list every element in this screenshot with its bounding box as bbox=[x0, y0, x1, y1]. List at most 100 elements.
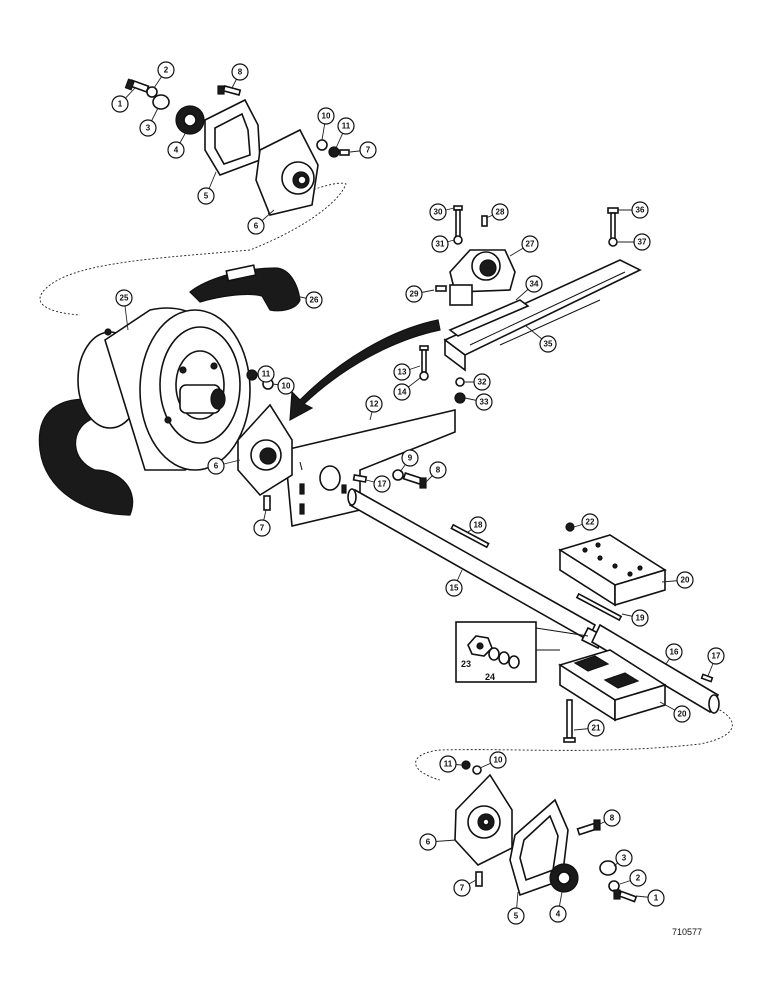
callout-number: 37 bbox=[638, 238, 647, 247]
bolt-8-mid bbox=[402, 472, 427, 489]
callout-number: 11 bbox=[444, 760, 453, 769]
shaft-15-end bbox=[347, 488, 357, 506]
callout-ring bbox=[247, 217, 265, 235]
callout-number: 22 bbox=[586, 518, 595, 527]
callout-ring bbox=[633, 233, 651, 251]
pillow-block-27 bbox=[449, 249, 516, 293]
callout-number: 28 bbox=[496, 208, 505, 217]
callout-number: 10 bbox=[494, 756, 503, 765]
nut-33 bbox=[454, 392, 466, 404]
sprocket-4-top bbox=[175, 105, 205, 135]
callout-c10-mid: 10 bbox=[272, 377, 295, 395]
callout-number: 20 bbox=[681, 576, 690, 585]
callout-ring bbox=[257, 365, 275, 383]
callout-number: 29 bbox=[410, 290, 419, 299]
callout-c32: 32 bbox=[464, 373, 491, 391]
callout-ring bbox=[603, 809, 621, 827]
callout-c4-top: 4 bbox=[167, 131, 187, 159]
shafts bbox=[347, 488, 720, 714]
callout-ring bbox=[197, 187, 215, 205]
callout-ring bbox=[429, 203, 447, 221]
callout-ring bbox=[587, 719, 605, 737]
callout-c15: 15 bbox=[445, 569, 463, 597]
flange-bearing-6-bot bbox=[454, 773, 513, 866]
callout-number: 16 bbox=[670, 648, 679, 657]
washer-31 bbox=[453, 235, 463, 245]
callout-ring bbox=[439, 755, 457, 773]
coupling-halves bbox=[558, 522, 667, 743]
plate-slot-1 bbox=[299, 483, 305, 495]
callout-number: 8 bbox=[610, 814, 615, 823]
callout-c17-right: 17 bbox=[707, 647, 725, 677]
callout-c20: 20 bbox=[661, 571, 694, 589]
lockwasher-10-bot bbox=[472, 765, 482, 775]
callout-c4-bot: 4 bbox=[549, 891, 567, 923]
callout-ring bbox=[157, 61, 175, 79]
callout-c6-top: 6 bbox=[247, 209, 275, 235]
callout-ring bbox=[629, 869, 647, 887]
callout-c26: 26 bbox=[295, 291, 323, 309]
callout-c35: 35 bbox=[525, 325, 557, 353]
callout-number: 1 bbox=[118, 100, 123, 109]
callout-number: 11 bbox=[342, 122, 351, 131]
callout-number: 12 bbox=[370, 400, 379, 409]
callout-number: 17 bbox=[712, 652, 721, 661]
callout-c11-top: 11 bbox=[335, 117, 355, 149]
callout-c21: 21 bbox=[573, 719, 605, 737]
callout-ring bbox=[469, 516, 487, 534]
setscrew-7-top bbox=[339, 149, 350, 156]
key-18 bbox=[450, 523, 490, 549]
callout-ring bbox=[405, 285, 423, 303]
callout-c9-mid: 9 bbox=[399, 449, 419, 473]
callout-c22: 22 bbox=[573, 513, 599, 531]
key-19 bbox=[575, 592, 623, 622]
nut-11-top bbox=[328, 146, 340, 158]
callout-ring bbox=[231, 63, 249, 81]
callout-number: 7 bbox=[260, 524, 265, 533]
key-17-right bbox=[700, 673, 714, 683]
callout-number: 2 bbox=[636, 874, 641, 883]
pulley-and-belt bbox=[38, 264, 441, 516]
callout-c28: 28 bbox=[485, 203, 509, 221]
sprocket-4-bot bbox=[549, 863, 579, 893]
callout-c6-bot: 6 bbox=[419, 833, 457, 851]
callout-number: 34 bbox=[530, 280, 539, 289]
callout-ring bbox=[521, 235, 539, 253]
spacer-plate-34 bbox=[448, 299, 530, 337]
callout-ring bbox=[647, 889, 665, 907]
lockwasher-2-top bbox=[146, 86, 158, 98]
callout-number: 1 bbox=[654, 894, 659, 903]
callout-number: 6 bbox=[254, 222, 259, 231]
callout-c17-mid: 17 bbox=[365, 475, 391, 493]
coupling-20-lower bbox=[558, 649, 667, 722]
callout-c2-bot: 2 bbox=[619, 869, 647, 887]
callout-c13: 13 bbox=[393, 363, 421, 381]
callout-c11-bot: 11 bbox=[439, 755, 463, 773]
callout-number: 10 bbox=[322, 112, 331, 121]
callout-ring bbox=[277, 377, 295, 395]
figure-number: 710577 bbox=[671, 927, 702, 937]
callout-c2-top: 2 bbox=[153, 61, 175, 89]
callout-c34: 34 bbox=[515, 275, 543, 301]
callout-ring bbox=[337, 117, 355, 135]
top-bearing-assembly bbox=[124, 78, 350, 216]
callout-number: 11 bbox=[262, 370, 271, 379]
callout-c36: 36 bbox=[618, 201, 649, 219]
callout-c19: 19 bbox=[621, 609, 649, 627]
callout-number: 2 bbox=[164, 66, 169, 75]
inset-label-24: 24 bbox=[485, 672, 495, 682]
callout-c10-top: 10 bbox=[317, 107, 335, 141]
callout-c7-mid: 7 bbox=[253, 509, 271, 537]
callout-c33: 33 bbox=[464, 393, 493, 411]
assembly-arrow bbox=[289, 319, 441, 422]
bottom-bearing-assembly bbox=[454, 760, 638, 903]
flange-bearing-6-top bbox=[255, 128, 319, 216]
callout-c1-bot: 1 bbox=[635, 889, 665, 907]
callout-c8-top: 8 bbox=[231, 63, 249, 89]
bolt-30 bbox=[453, 205, 463, 239]
belt-26-lower bbox=[38, 398, 134, 516]
callout-c18: 18 bbox=[467, 516, 487, 534]
callout-ring bbox=[317, 107, 335, 125]
plate-slot-2 bbox=[299, 503, 305, 515]
